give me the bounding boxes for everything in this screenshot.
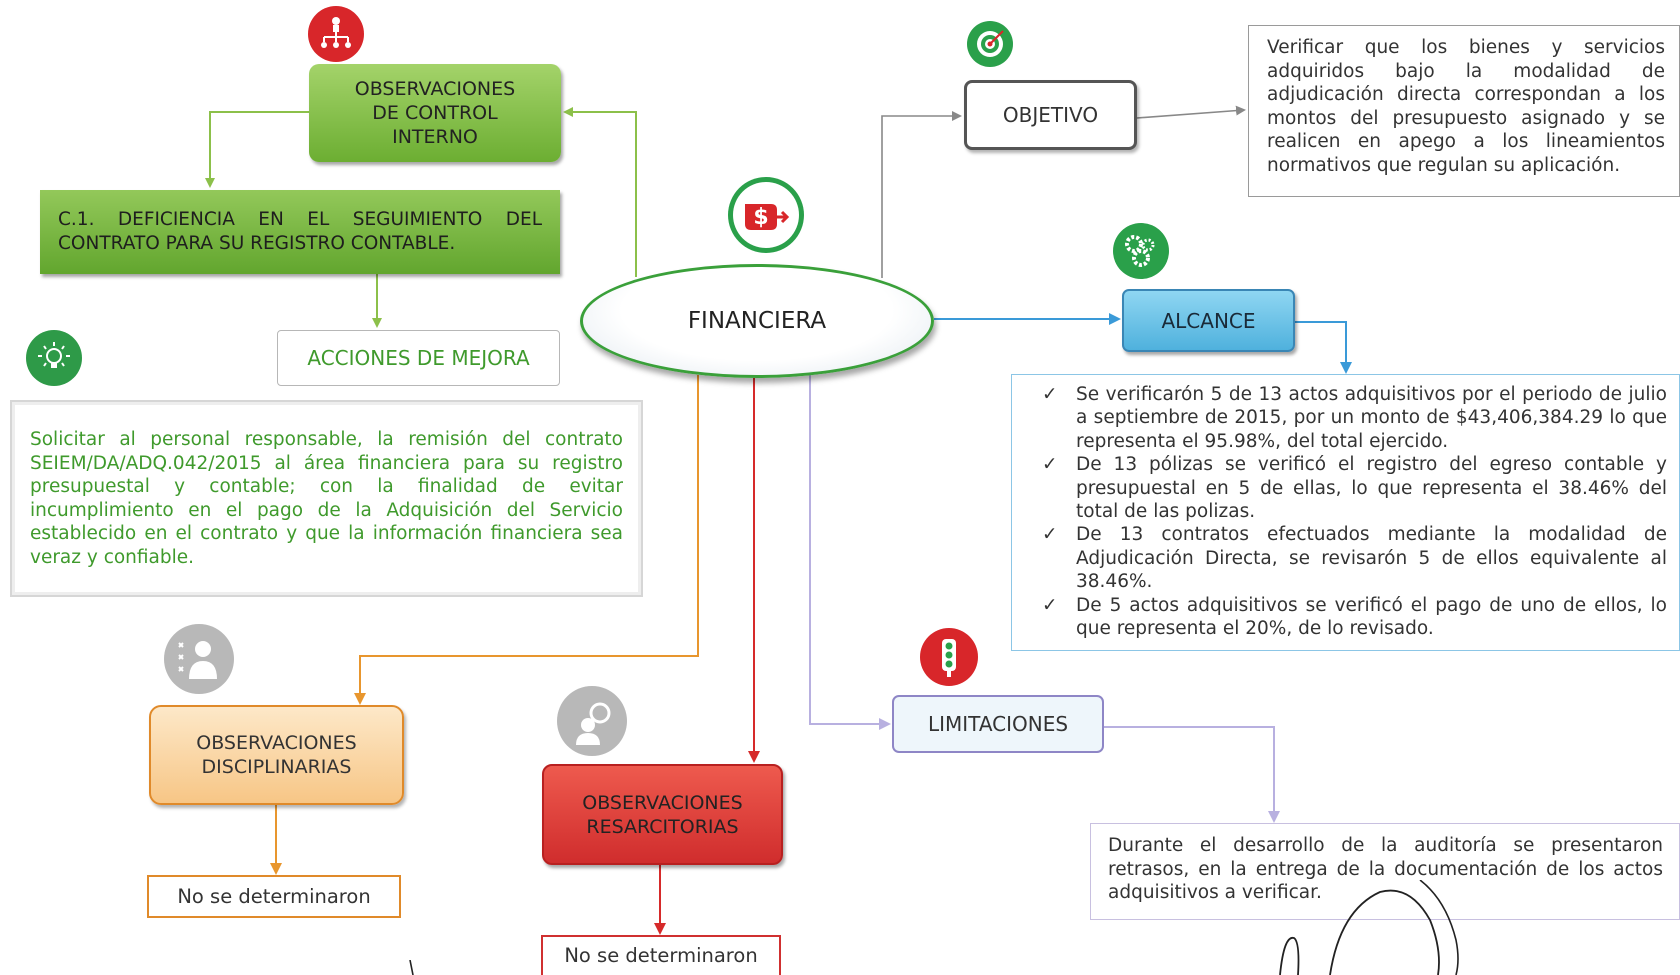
checkmark-icon: ✓ xyxy=(1042,524,1058,546)
alcance-label: ALCANCE xyxy=(1161,308,1256,333)
alcance-item: ✓ Se verificarón 5 de 13 actos adquisitiv… xyxy=(1036,383,1667,453)
signature-tick xyxy=(409,960,414,975)
acciones-de-mejora-label: ACCIONES DE MEJORA xyxy=(307,346,530,370)
disciplinarias-result-text: No se determinaron xyxy=(177,884,371,908)
lightbulb-icon xyxy=(26,330,82,386)
checkmark-icon: ✓ xyxy=(1042,384,1058,405)
observaciones-disciplinarias-node: OBSERVACIONES DISCIPLINARIAS xyxy=(149,705,404,805)
alcance-item: ✓ De 5 actos adquisitivos se verificó el … xyxy=(1036,594,1667,641)
acciones-de-mejora-text: Solicitar al personal responsable, la re… xyxy=(30,429,623,568)
limitaciones-text: Durante el desarrollo de la auditoría se… xyxy=(1108,835,1663,904)
person-icon xyxy=(164,624,234,694)
alcance-item: ✓ De 13 pólizas se verificó el registro d… xyxy=(1036,453,1667,523)
alcance-item-text: De 13 contratos efectuados mediante la m… xyxy=(1076,524,1667,593)
alcance-item-text: De 13 pólizas se verificó el registro de… xyxy=(1076,454,1667,523)
connector-limitaciones-text xyxy=(1104,726,1280,823)
or-label-line1: OBSERVACIONES xyxy=(582,791,743,814)
gears-icon xyxy=(1113,223,1169,279)
od-label-line1: OBSERVACIONES xyxy=(196,732,357,754)
acciones-de-mejora-node: ACCIONES DE MEJORA xyxy=(277,330,560,386)
objetivo-label: OBJETIVO xyxy=(1002,103,1099,127)
alcance-list: ✓ Se verificarón 5 de 13 actos adquisitiv… xyxy=(1036,383,1667,640)
objetivo-node: OBJETIVO xyxy=(964,80,1137,150)
finding-c1-node: C.1. DEFICIENCIA EN EL SEGUIMIENTO DEL C… xyxy=(40,190,560,274)
svg-text:$: $ xyxy=(753,205,768,230)
objetivo-text-box: Verificar que los bienes y servicios adq… xyxy=(1248,25,1680,197)
resarcitorias-result-node: No se determinaron xyxy=(541,935,781,975)
alcance-item: ✓ De 13 contratos efectuados mediante la … xyxy=(1036,523,1667,593)
limitaciones-label: LIMITACIONES xyxy=(927,712,1069,736)
checkmark-icon: ✓ xyxy=(1042,594,1058,616)
financiera-central-node: FINANCIERA xyxy=(580,264,934,378)
connector-financiera-limitaciones xyxy=(809,375,891,730)
magnifier-person-icon xyxy=(557,686,627,756)
resarcitorias-result-text: No se determinaron xyxy=(564,944,758,967)
objetivo-text: Verificar que los bienes y servicios adq… xyxy=(1267,37,1665,176)
connector-financiera-objetivo xyxy=(881,111,962,278)
financiera-label: FINANCIERA xyxy=(687,308,827,334)
observaciones-control-interno-node: OBSERVACIONES DE CONTROL INTERNO xyxy=(309,64,561,162)
checkmark-icon: ✓ xyxy=(1042,454,1058,476)
or-label-line2: RESARCITORIAS xyxy=(586,815,739,838)
limitaciones-text-box: Durante el desarrollo de la auditoría se… xyxy=(1090,823,1680,920)
oci-label-line1: OBSERVACIONES xyxy=(354,78,516,100)
connector-financiera-oci xyxy=(563,107,637,277)
observaciones-resarcitorias-node: OBSERVACIONES RESARCITORIAS xyxy=(542,764,783,865)
oci-label-line3: INTERNO xyxy=(392,126,478,148)
target-icon xyxy=(967,21,1013,67)
od-label-line2: DISCIPLINARIAS xyxy=(201,756,352,778)
acciones-de-mejora-text-box: Solicitar al personal responsable, la re… xyxy=(10,400,643,597)
alcance-text-box: ✓ Se verificarón 5 de 13 actos adquisitiv… xyxy=(1011,374,1680,651)
connector-objetivo-text xyxy=(1136,105,1246,119)
alcance-item-text: De 5 actos adquisitivos se verificó el p… xyxy=(1076,594,1667,640)
connector-alcance-text xyxy=(1295,321,1352,374)
connector-oci-c1 xyxy=(205,111,309,188)
disciplinarias-result-node: No se determinaron xyxy=(147,875,401,918)
oci-label-line2: DE CONTROL xyxy=(372,102,498,124)
alcance-node: ALCANCE xyxy=(1122,289,1295,352)
finding-c1-text: C.1. DEFICIENCIA EN EL SEGUIMIENTO DEL C… xyxy=(58,209,542,254)
org-chart-icon xyxy=(308,6,364,62)
alcance-item-text: Se verificarón 5 de 13 actos adquisitivo… xyxy=(1076,384,1667,452)
hand-money-icon: $ xyxy=(728,177,804,253)
traffic-light-icon xyxy=(920,628,978,686)
limitaciones-node: LIMITACIONES xyxy=(892,695,1104,753)
